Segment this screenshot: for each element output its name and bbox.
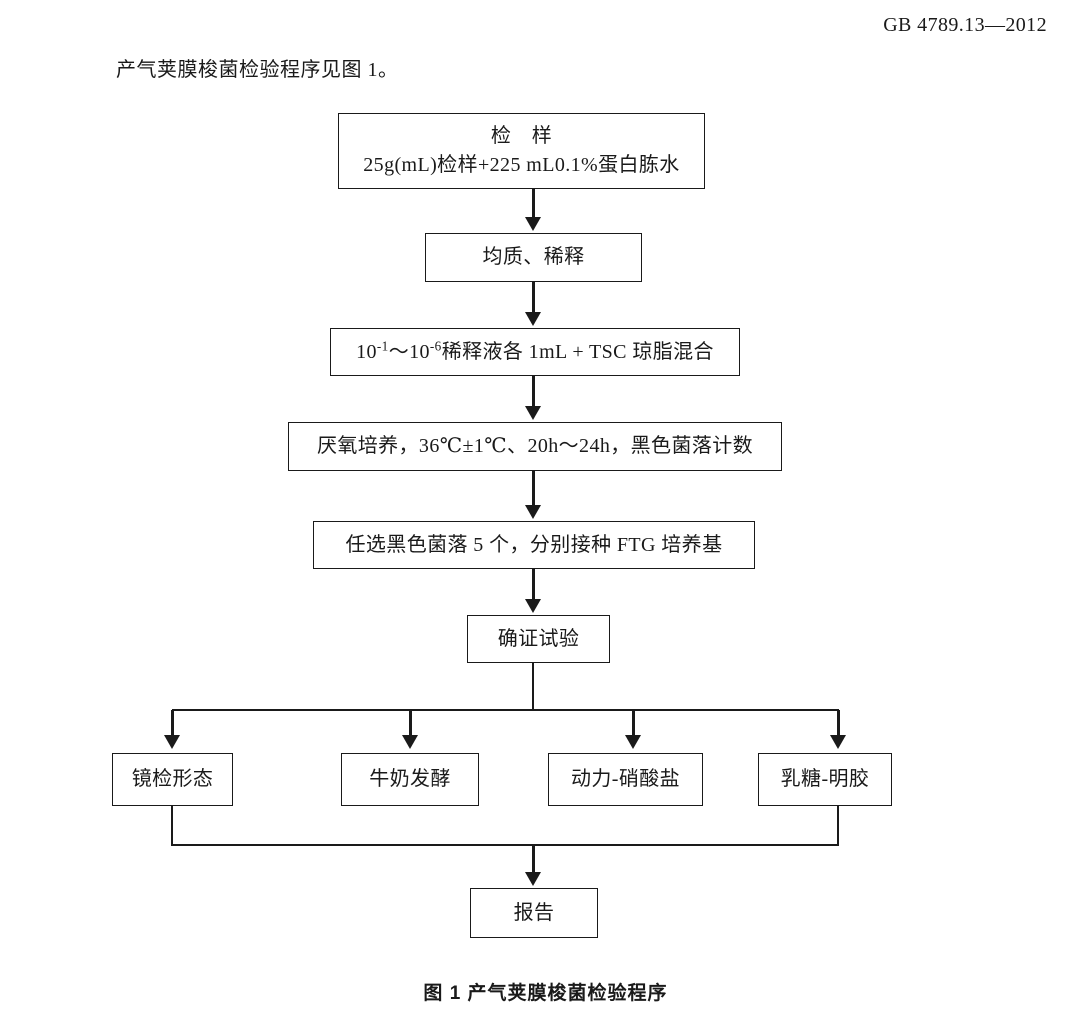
arrowhead-down-icon [625, 735, 641, 749]
exponent-minus-one: -1 [376, 337, 389, 353]
flow-node-branch-milk-fermentation: 牛奶发酵 [341, 753, 479, 806]
figure-caption: 图 1 产气荚膜梭菌检验程序 [423, 983, 668, 1004]
connector-confirm-to-branchbar [532, 663, 534, 710]
flow-node-confirmation-label: 确证试验 [497, 627, 580, 650]
branch-distribution-bar [172, 708, 839, 711]
flow-node-dilution-label: 10-1～10-6稀释液各 1mL + TSC 琼脂混合 [356, 337, 714, 363]
arrowhead-down-icon [525, 312, 541, 326]
flow-node-sample-line2: 25g(mL)检样+225 mL0.1%蛋白胨水 [363, 154, 680, 176]
flow-node-sample-line1: 检 样 [490, 125, 553, 147]
flow-node-report-label: 报告 [513, 901, 555, 924]
flow-node-branch-3-label: 动力-硝酸盐 [570, 768, 681, 790]
connector-stem-homogenize-dilute [531, 282, 535, 314]
arrowhead-down-icon [525, 406, 541, 420]
flow-node-homogenize-label: 均质、稀释 [482, 246, 585, 268]
flow-node-branch-1-label: 镜检形态 [131, 768, 214, 790]
connector-stem-branch-1 [170, 710, 174, 737]
flow-node-anaerobic-label: 厌氧培养，36℃±1℃、20h～24h，黑色菌落计数 [316, 435, 754, 457]
flow-node-anaerobic-culture: 厌氧培养，36℃±1℃、20h～24h，黑色菌落计数 [288, 422, 782, 471]
connector-stem-sample-homogenize [531, 189, 535, 219]
flow-node-ftg-inoculation: 任选黑色菌落 5 个，分别接种 FTG 培养基 [313, 521, 755, 569]
connector-stem-merge-report [531, 845, 535, 874]
connector-stem-anaerobic-ftg [531, 471, 535, 507]
intro-paragraph: 产气荚膜梭菌检验程序见图 1。 [116, 59, 399, 81]
connector-stem-branch-3 [631, 710, 635, 737]
connector-stem-ftg-confirm [531, 569, 535, 601]
flow-node-branch-motility-nitrate: 动力-硝酸盐 [548, 753, 703, 806]
arrowhead-down-icon [164, 735, 180, 749]
exponent-minus-six: -6 [429, 337, 442, 353]
flow-node-report: 报告 [470, 888, 598, 938]
arrowhead-down-icon [525, 505, 541, 519]
connector-branch-1-to-mergebar [171, 806, 173, 845]
flow-node-branch-microscopy: 镜检形态 [112, 753, 233, 806]
branch-merge-bar [171, 843, 839, 846]
flow-node-branch-2-label: 牛奶发酵 [369, 768, 451, 790]
standard-code-header: GB 4789.13—2012 [883, 14, 1047, 36]
flow-node-homogenize: 均质、稀释 [425, 233, 642, 282]
flow-node-ftg-label: 任选黑色菌落 5 个，分别接种 FTG 培养基 [345, 533, 723, 556]
connector-stem-dilute-anaerobic [531, 376, 535, 408]
flow-node-branch-4-label: 乳糖-明胶 [780, 768, 870, 790]
connector-stem-branch-2 [408, 710, 412, 737]
arrowhead-down-icon [525, 872, 541, 886]
arrowhead-down-icon [525, 217, 541, 231]
flow-node-branch-lactose-gelatin: 乳糖-明胶 [758, 753, 892, 806]
flow-node-sample: 检 样 25g(mL)检样+225 mL0.1%蛋白胨水 [338, 113, 705, 189]
connector-branch-4-to-mergebar [837, 806, 839, 845]
flow-node-dilution: 10-1～10-6稀释液各 1mL + TSC 琼脂混合 [330, 328, 740, 376]
connector-stem-branch-4 [836, 710, 840, 737]
flow-node-confirmation-test: 确证试验 [467, 615, 610, 663]
arrowhead-down-icon [830, 735, 846, 749]
arrowhead-down-icon [402, 735, 418, 749]
arrowhead-down-icon [525, 599, 541, 613]
